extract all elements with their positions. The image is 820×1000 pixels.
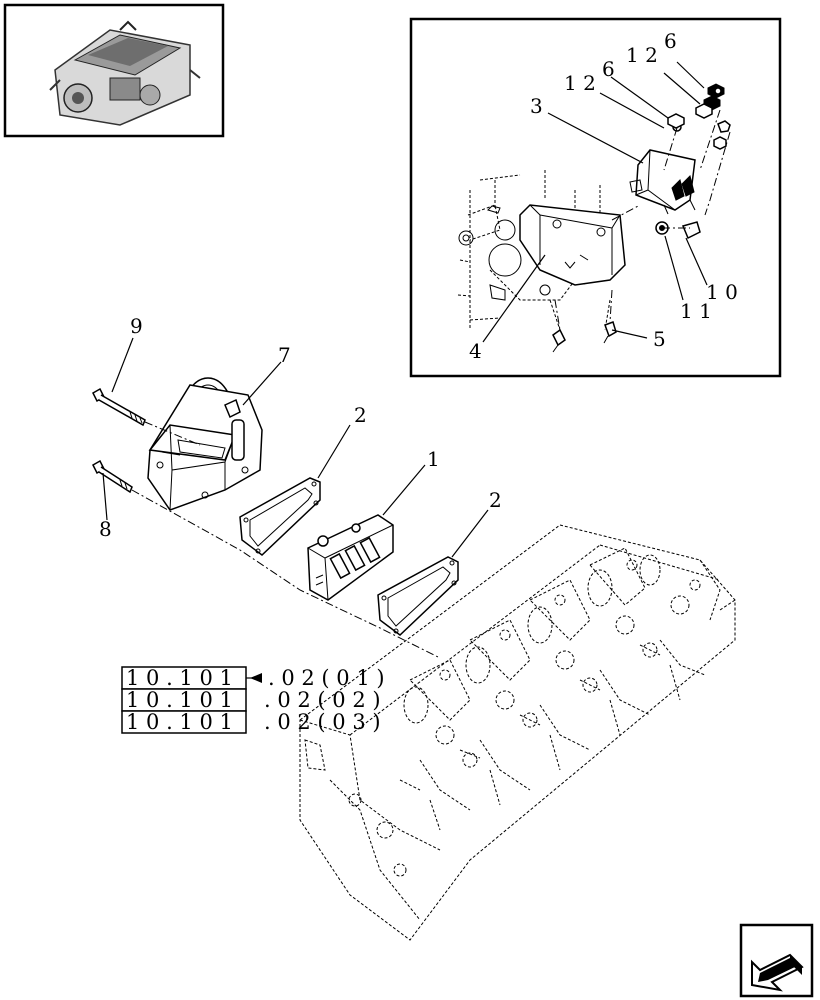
callout-5: 5 xyxy=(653,327,666,351)
reference-code: 1 0 . 1 0 1 xyxy=(126,688,233,712)
reference-row[interactable]: 1 0 . 1 0 1 . 0 2 ( 0 3 ) xyxy=(121,710,381,734)
intake-elbow-part-7 xyxy=(147,377,263,511)
gasket-part-2-left xyxy=(239,477,321,556)
cylinder-head-dashed xyxy=(299,524,736,941)
relay-part-3 xyxy=(629,149,696,215)
reference-table: 1 0 . 1 0 1 . 0 2 ( 0 1 ) 1 0 . 1 0 1 . … xyxy=(121,666,385,734)
callout-6b: 6 xyxy=(664,29,677,53)
callout-6a: 6 xyxy=(602,57,615,81)
heater-part-1 xyxy=(307,514,394,601)
main-axes xyxy=(131,421,441,659)
callout-11: 1 1 xyxy=(680,299,712,323)
bracket-part-4 xyxy=(519,204,626,286)
reference-row[interactable]: 1 0 . 1 0 1 . 0 2 ( 0 2 ) xyxy=(121,688,381,712)
inset-leaders xyxy=(482,61,708,343)
engine-thumbnail-icon xyxy=(3,3,225,138)
bolt-part-8 xyxy=(92,459,133,494)
reference-suffix: . 0 2 ( 0 3 ) xyxy=(264,710,381,734)
gasket-part-2-right xyxy=(377,556,459,636)
inset-axes xyxy=(554,109,731,331)
main-leaders xyxy=(102,337,489,558)
callout-4: 4 xyxy=(469,339,482,363)
callout-9: 9 xyxy=(130,314,143,338)
callout-2a: 2 xyxy=(354,403,367,427)
reference-row[interactable]: 1 0 . 1 0 1 . 0 2 ( 0 1 ) xyxy=(121,666,385,690)
callout-10: 1 0 xyxy=(706,280,738,304)
callout-1: 1 xyxy=(427,447,440,471)
reference-suffix: . 0 2 ( 0 2 ) xyxy=(264,688,381,712)
callout-12b: 1 2 xyxy=(626,43,658,67)
callout-7: 7 xyxy=(278,343,291,367)
callout-3: 3 xyxy=(530,94,543,118)
callout-8: 8 xyxy=(99,517,112,541)
inset-fasteners xyxy=(552,83,731,353)
reference-code: 1 0 . 1 0 1 xyxy=(126,666,233,690)
detail-inset xyxy=(409,17,782,378)
reference-code: 1 0 . 1 0 1 xyxy=(126,710,233,734)
bolt-part-9 xyxy=(92,387,146,427)
next-page-arrow-icon[interactable] xyxy=(739,923,814,998)
callout-12a: 1 2 xyxy=(564,71,596,95)
callout-2b: 2 xyxy=(489,488,502,512)
reference-suffix: . 0 2 ( 0 1 ) xyxy=(268,666,385,690)
